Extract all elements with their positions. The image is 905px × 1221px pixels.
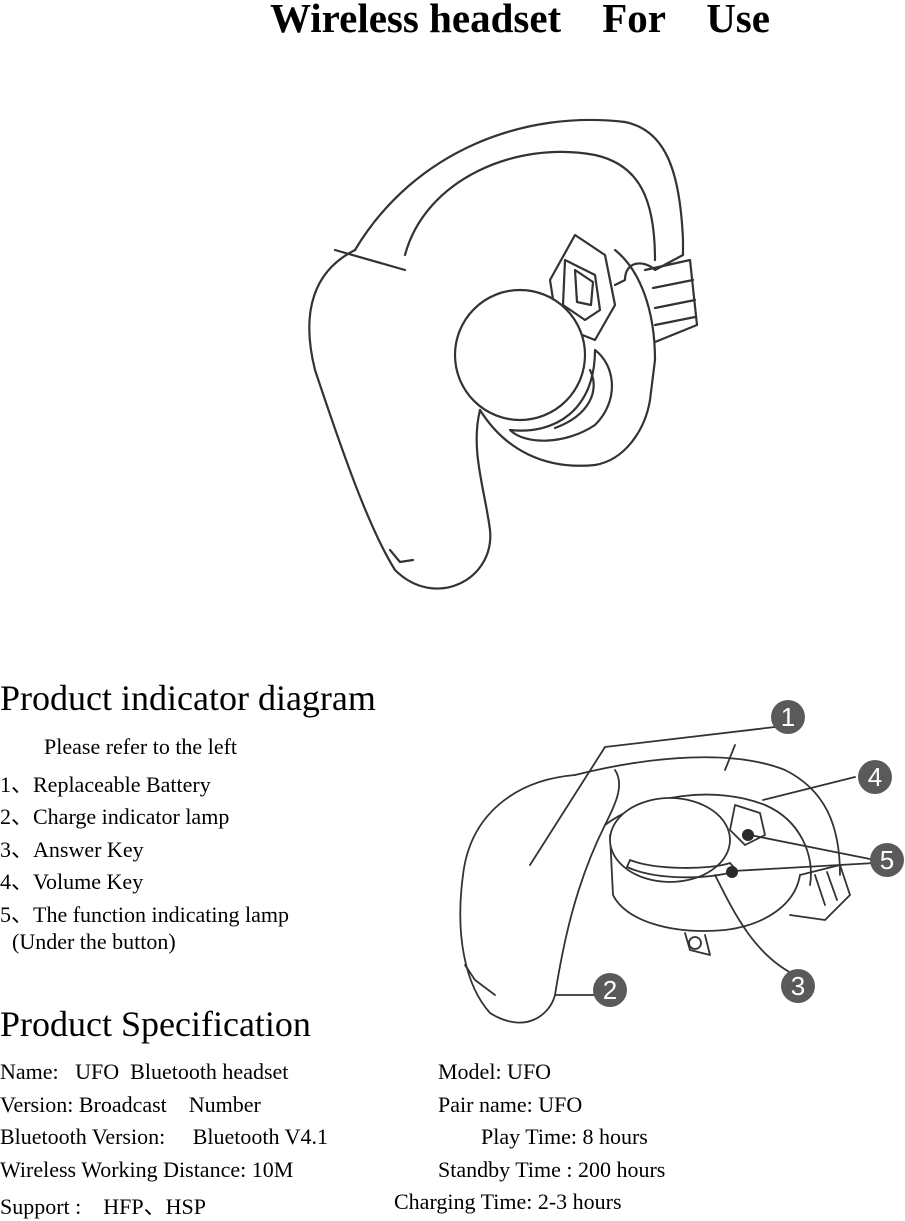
- callout-number: 1: [781, 702, 795, 732]
- spec-right-row: Standby Time : 200 hours: [438, 1157, 666, 1182]
- indicator-diagram: 1 2 3 4 5: [459, 700, 904, 1024]
- spec-left-row: Name: UFO Bluetooth headset: [0, 1059, 289, 1084]
- indicator-item: 5、The function indicating lamp: [0, 902, 289, 927]
- callout-number: 2: [603, 975, 617, 1005]
- spec-right-row: Pair name: UFO: [438, 1092, 583, 1117]
- indicator-item: 4、Volume Key: [0, 869, 144, 894]
- spec-right-row: Charging Time: 2-3 hours: [394, 1189, 622, 1214]
- spec-right-row: Play Time: 8 hours: [481, 1124, 648, 1149]
- indicator-item: 3、Answer Key: [0, 837, 144, 862]
- indicator-note: Please refer to the left: [44, 734, 238, 759]
- spec-left-row: Version: Broadcast Number: [0, 1092, 261, 1117]
- indicator-item: 2、Charge indicator lamp: [0, 804, 230, 829]
- spec-left-row: Support : HFP、HSP: [0, 1194, 207, 1219]
- spec-left-row: Wireless Working Distance: 10M: [0, 1157, 294, 1182]
- page-title: Wireless headset For Use: [270, 0, 770, 41]
- indicator-sub: (Under the button): [12, 929, 176, 954]
- callout-number: 3: [791, 971, 805, 1001]
- spec-left-row: Bluetooth Version: Bluetooth V4.1: [0, 1124, 328, 1149]
- callout-badge: 3: [781, 969, 815, 1003]
- indicator-item: 1、Replaceable Battery: [0, 772, 211, 797]
- callout-badge: 1: [771, 700, 805, 734]
- callout-badge: 2: [593, 973, 627, 1007]
- spec-heading: Product Specification: [0, 1004, 311, 1044]
- callout-number: 4: [868, 762, 882, 792]
- callout-badge: 5: [870, 843, 904, 877]
- callout-number: 5: [880, 845, 894, 875]
- spec-right-row: Model: UFO: [438, 1059, 552, 1084]
- headset-illustration: [308, 118, 699, 590]
- indicator-heading: Product indicator diagram: [0, 678, 376, 718]
- callout-badge: 4: [858, 760, 892, 794]
